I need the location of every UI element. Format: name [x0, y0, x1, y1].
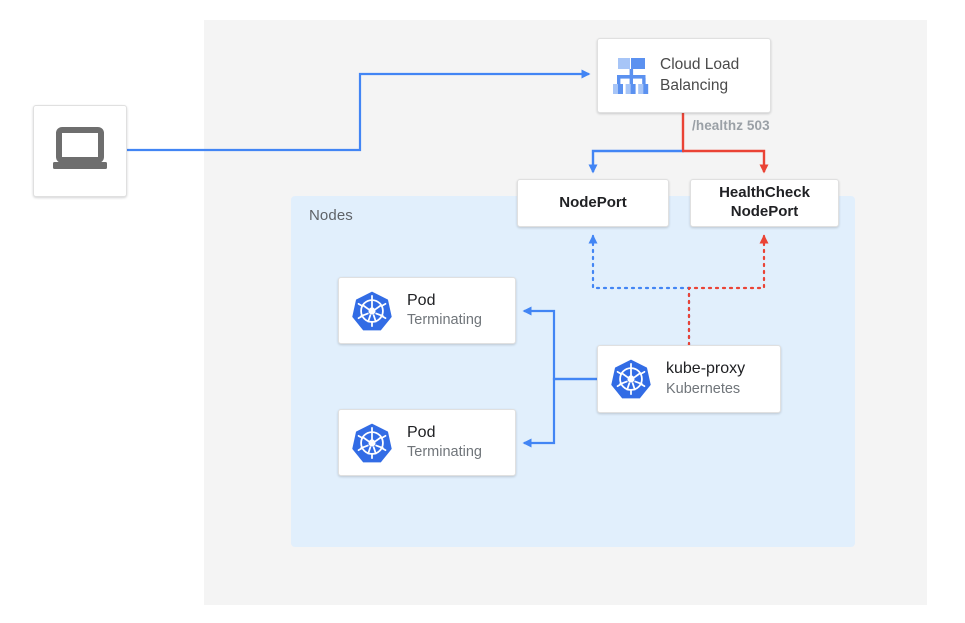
nodes-panel-label: Nodes	[309, 207, 353, 224]
pod-1-title: Pod	[407, 291, 436, 309]
healthz-edge-label: /healthz 503	[692, 118, 770, 133]
nodeport-label: NodePort	[559, 193, 627, 211]
cloud-load-balancing-title-line-1: Cloud Load	[660, 55, 740, 73]
laptop-icon	[52, 126, 108, 176]
healthcheck-nodeport-node[interactable]: HealthCheck NodePort	[690, 179, 839, 227]
kube-proxy-subtitle: Kubernetes	[666, 380, 741, 397]
kube-proxy-title: kube-proxy	[666, 360, 746, 378]
cloud-load-balancing-node[interactable]: Cloud Load Balancing	[597, 38, 771, 113]
pod-1-node[interactable]: Pod Terminating	[338, 277, 516, 344]
pod-2-status: Terminating	[407, 444, 482, 461]
pod-2-title: Pod	[407, 423, 436, 441]
pod-1-status: Terminating	[407, 312, 482, 329]
kube-proxy-node[interactable]: kube-proxy Kubernetes	[597, 345, 781, 413]
kubernetes-icon	[351, 290, 393, 332]
kubernetes-icon	[351, 422, 393, 464]
cloud-load-balancing-title-line-2: Balancing	[660, 76, 729, 94]
pod-2-node[interactable]: Pod Terminating	[338, 409, 516, 476]
healthcheck-nodeport-label-line-2: NodePort	[730, 203, 799, 220]
healthcheck-nodeport-label-line-1: HealthCheck	[719, 184, 810, 202]
cloud-load-balancing-icon	[608, 53, 654, 99]
kubernetes-icon	[610, 358, 652, 400]
nodeport-node[interactable]: NodePort	[517, 179, 669, 227]
client-node[interactable]	[33, 105, 127, 197]
